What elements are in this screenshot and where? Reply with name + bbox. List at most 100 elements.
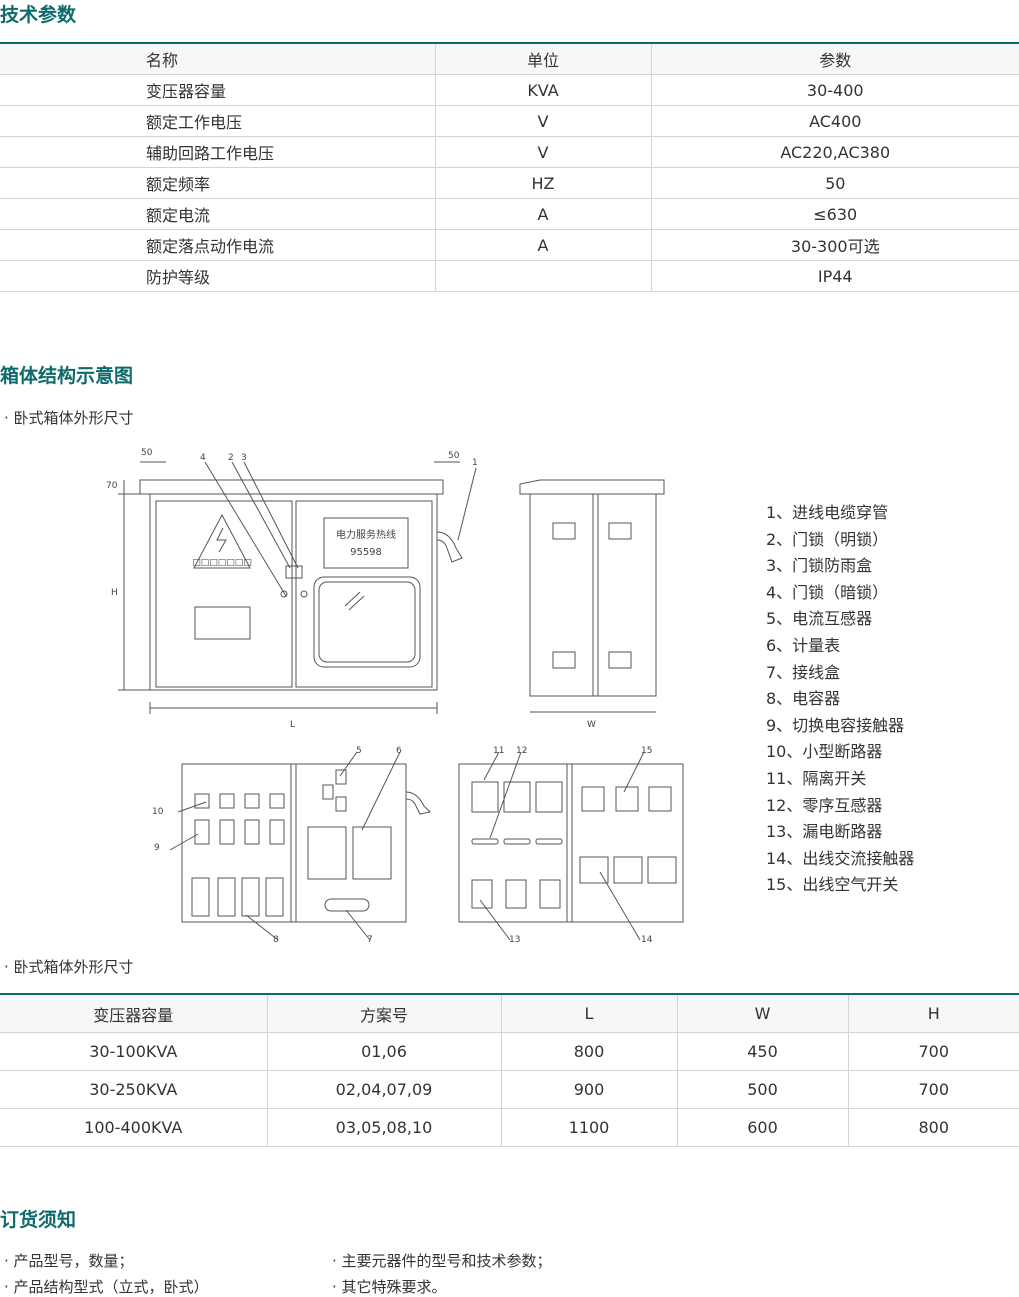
tech-cell-param: 30-400	[651, 74, 1019, 106]
leader-line	[623, 751, 645, 793]
leader-line	[177, 801, 207, 813]
dim-cell: 800	[848, 1108, 1019, 1147]
zero-seq-ct-icon	[503, 838, 531, 845]
tech-cell-name: 变压器容量	[0, 74, 436, 106]
table-row: 额定工作电压 V AC400	[0, 105, 1019, 137]
dim-label: 70	[106, 481, 118, 491]
contactor-icon	[194, 819, 210, 845]
diagram-title: 箱体结构示意图	[0, 365, 134, 387]
order-note-item: · 其它特殊要求。	[332, 1278, 447, 1296]
callout-label: 12	[516, 746, 527, 756]
legend-item: 14、出线交流接触器	[766, 848, 915, 868]
callout-label: 3	[241, 453, 247, 463]
front-roof	[139, 479, 444, 495]
tech-table-top-rule	[0, 42, 1019, 44]
front-nameplate	[194, 606, 251, 640]
legend-item: 3、门锁防雨盒	[766, 556, 873, 576]
dim-label: H	[111, 588, 118, 598]
meter-window	[313, 576, 421, 668]
sign-line-2: 95598	[350, 547, 382, 558]
table-row: 辅助回路工作电压 V AC220,AC380	[0, 136, 1019, 168]
warning-triangle-icon	[193, 513, 251, 569]
front-left-door	[155, 500, 293, 688]
legend-item: 10、小型断路器	[766, 742, 883, 762]
meter-icon	[352, 826, 392, 880]
leader-line	[599, 871, 641, 941]
dim-cell: 02,04,07,09	[267, 1070, 502, 1109]
tech-cell-name: 额定工作电压	[0, 105, 436, 137]
leader-line	[339, 751, 358, 777]
legend-item: 4、门锁（暗锁）	[766, 582, 889, 602]
tech-cell-unit: V	[435, 136, 652, 168]
mini-breaker-icon	[219, 793, 235, 809]
callout-label: 5	[356, 746, 362, 756]
vent-grille	[608, 522, 632, 540]
callout-label: 11	[493, 746, 504, 756]
dim-table: 变压器容量 方案号 L W H 30-100KVA 01,06 800 450 …	[0, 995, 1019, 1147]
lightning-icon	[216, 527, 227, 553]
rcd-icon	[505, 879, 527, 909]
isolator-icon	[503, 781, 531, 813]
component-legend: 1、进线电缆穿管 2、门锁（明锁） 3、门锁防雨盒 4、门锁（暗锁） 5、电流互…	[766, 500, 914, 899]
right-inner-view	[458, 751, 684, 941]
air-breaker-icon	[615, 786, 639, 812]
side-roof	[519, 479, 665, 495]
lock-rain-box	[285, 565, 303, 579]
capacitor-icon	[241, 877, 260, 917]
tech-cell-param: 50	[651, 167, 1019, 199]
diagram-subtitle: · 卧式箱体外形尺寸	[4, 409, 134, 427]
table-row: 额定频率 HZ 50	[0, 167, 1019, 199]
table-row: 100-400KVA 03,05,08,10 1100 600 800	[0, 1108, 1019, 1147]
meter-window-inner	[318, 581, 416, 663]
callout-label: 13	[509, 935, 520, 945]
cable-conduit-icon	[436, 531, 463, 563]
legend-item: 5、电流互感器	[766, 609, 873, 629]
contactor-icon	[244, 819, 260, 845]
tech-cell-param: 30-300可选	[651, 229, 1019, 261]
dim-table-header-row: 变压器容量 方案号 L W H	[0, 995, 1019, 1033]
dim-cell: 1100	[501, 1108, 678, 1147]
inner-right-body	[458, 763, 684, 923]
rcd-icon	[471, 879, 493, 909]
concealed-lock-icon	[280, 590, 288, 598]
dim-cell: 500	[677, 1070, 849, 1109]
isolator-icon	[471, 781, 499, 813]
dim-label: 50	[141, 448, 153, 458]
table-row: 30-250KVA 02,04,07,09 900 500 700	[0, 1070, 1019, 1109]
dim-header: L	[501, 995, 678, 1033]
callout-label: 8	[273, 935, 279, 945]
tech-header-name: 名称	[0, 44, 436, 75]
leader-line	[169, 833, 199, 851]
dim-cell: 700	[848, 1032, 1019, 1071]
meter-icon	[307, 826, 347, 880]
dim-header: 方案号	[267, 995, 502, 1033]
legend-item: 11、隔离开关	[766, 768, 867, 788]
vent-grille	[552, 522, 576, 540]
open-lock-icon	[300, 590, 308, 598]
capacitor-icon	[191, 877, 210, 917]
order-note-item: · 产品结构型式（立式，卧式）	[4, 1278, 209, 1296]
zero-seq-ct-icon	[471, 838, 499, 845]
callout-label: 6	[396, 746, 402, 756]
dim-cell: 600	[677, 1108, 849, 1147]
warning-label: □□□□□□□	[192, 558, 252, 568]
front-body	[149, 493, 438, 691]
dim-label: W	[587, 720, 596, 730]
tech-cell-param: IP44	[651, 260, 1019, 292]
leader-line	[243, 461, 299, 569]
legend-item: 8、电容器	[766, 689, 841, 709]
table-row: 防护等级 IP44	[0, 260, 1019, 292]
callout-label: 14	[641, 935, 653, 945]
tech-cell-param: ≤630	[651, 198, 1019, 230]
dim-cell: 700	[848, 1070, 1019, 1109]
tech-cell-unit: KVA	[435, 74, 652, 106]
table-row: 额定落点动作电流 A 30-300可选	[0, 229, 1019, 261]
tech-cell-name: 额定频率	[0, 167, 436, 199]
service-sign	[323, 517, 409, 569]
legend-item: 7、接线盒	[766, 662, 841, 682]
dim-cell: 800	[501, 1032, 678, 1071]
ct-icon	[322, 784, 334, 800]
leader-line	[479, 899, 511, 941]
air-breaker-icon	[581, 786, 605, 812]
leader-line	[361, 751, 401, 831]
